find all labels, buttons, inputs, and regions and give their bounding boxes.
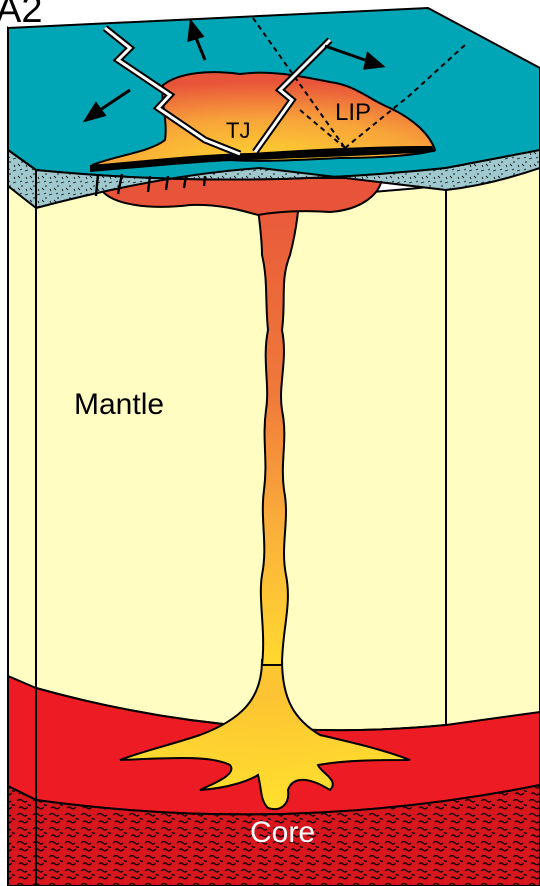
- triple-junction-label: TJ: [226, 118, 250, 143]
- core-label: Core: [250, 816, 315, 849]
- mantle-label: Mantle: [74, 388, 164, 421]
- core-left-top: [8, 676, 36, 800]
- panel-label: A2: [0, 0, 42, 31]
- mantle-right-face: [446, 150, 540, 725]
- lip-label: LIP: [335, 99, 371, 126]
- core-left-face: [8, 786, 36, 886]
- mantle-front-face: [36, 170, 446, 730]
